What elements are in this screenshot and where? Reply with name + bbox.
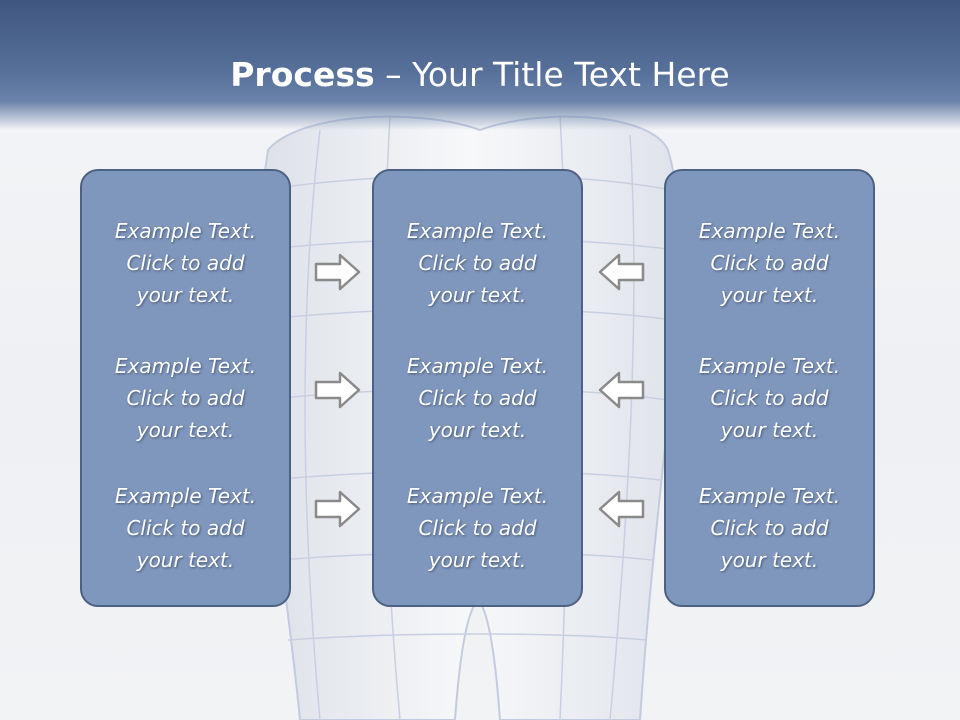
text-line: your text. bbox=[428, 418, 527, 442]
text-line: Click to add bbox=[418, 251, 537, 275]
text-line: Example Text. bbox=[114, 219, 257, 243]
text-line: Click to add bbox=[126, 516, 245, 540]
text-block[interactable]: Example Text. Click to add your text. bbox=[666, 350, 873, 446]
text-line: Example Text. bbox=[406, 484, 549, 508]
left-arrow-icon bbox=[598, 253, 645, 291]
text-line: Click to add bbox=[710, 251, 829, 275]
text-line: Example Text. bbox=[406, 219, 549, 243]
text-line: Click to add bbox=[710, 516, 829, 540]
title-bold: Process bbox=[230, 55, 375, 94]
text-line: Example Text. bbox=[698, 484, 841, 508]
text-block[interactable]: Example Text. Click to add your text. bbox=[82, 215, 289, 311]
left-arrow-icon bbox=[598, 490, 645, 528]
text-line: your text. bbox=[136, 548, 235, 572]
text-line: your text. bbox=[720, 418, 819, 442]
right-arrow-icon bbox=[314, 490, 361, 528]
text-line: Click to add bbox=[126, 386, 245, 410]
right-text-box[interactable]: Example Text. Click to add your text. Ex… bbox=[664, 169, 875, 607]
text-line: Example Text. bbox=[698, 219, 841, 243]
left-text-box[interactable]: Example Text. Click to add your text. Ex… bbox=[80, 169, 291, 607]
text-block[interactable]: Example Text. Click to add your text. bbox=[82, 350, 289, 446]
text-line: Click to add bbox=[418, 516, 537, 540]
text-line: Click to add bbox=[710, 386, 829, 410]
text-block[interactable]: Example Text. Click to add your text. bbox=[374, 480, 581, 576]
right-arrow-icon bbox=[314, 253, 361, 291]
text-line: your text. bbox=[136, 418, 235, 442]
text-line: Example Text. bbox=[406, 354, 549, 378]
text-line: your text. bbox=[428, 283, 527, 307]
page-title[interactable]: Process – Your Title Text Here bbox=[0, 52, 960, 98]
center-text-box[interactable]: Example Text. Click to add your text. Ex… bbox=[372, 169, 583, 607]
text-line: your text. bbox=[428, 548, 527, 572]
text-line: Click to add bbox=[126, 251, 245, 275]
text-block[interactable]: Example Text. Click to add your text. bbox=[666, 480, 873, 576]
text-line: Example Text. bbox=[114, 354, 257, 378]
text-line: Example Text. bbox=[698, 354, 841, 378]
title-rest: – Your Title Text Here bbox=[374, 55, 730, 94]
text-block[interactable]: Example Text. Click to add your text. bbox=[82, 480, 289, 576]
text-line: your text. bbox=[720, 548, 819, 572]
text-line: Click to add bbox=[418, 386, 537, 410]
text-block[interactable]: Example Text. Click to add your text. bbox=[374, 350, 581, 446]
text-line: Example Text. bbox=[114, 484, 257, 508]
text-line: your text. bbox=[136, 283, 235, 307]
text-block[interactable]: Example Text. Click to add your text. bbox=[374, 215, 581, 311]
text-block[interactable]: Example Text. Click to add your text. bbox=[666, 215, 873, 311]
title-banner bbox=[0, 0, 960, 130]
left-arrow-icon bbox=[598, 371, 645, 409]
right-arrow-icon bbox=[314, 371, 361, 409]
text-line: your text. bbox=[720, 283, 819, 307]
